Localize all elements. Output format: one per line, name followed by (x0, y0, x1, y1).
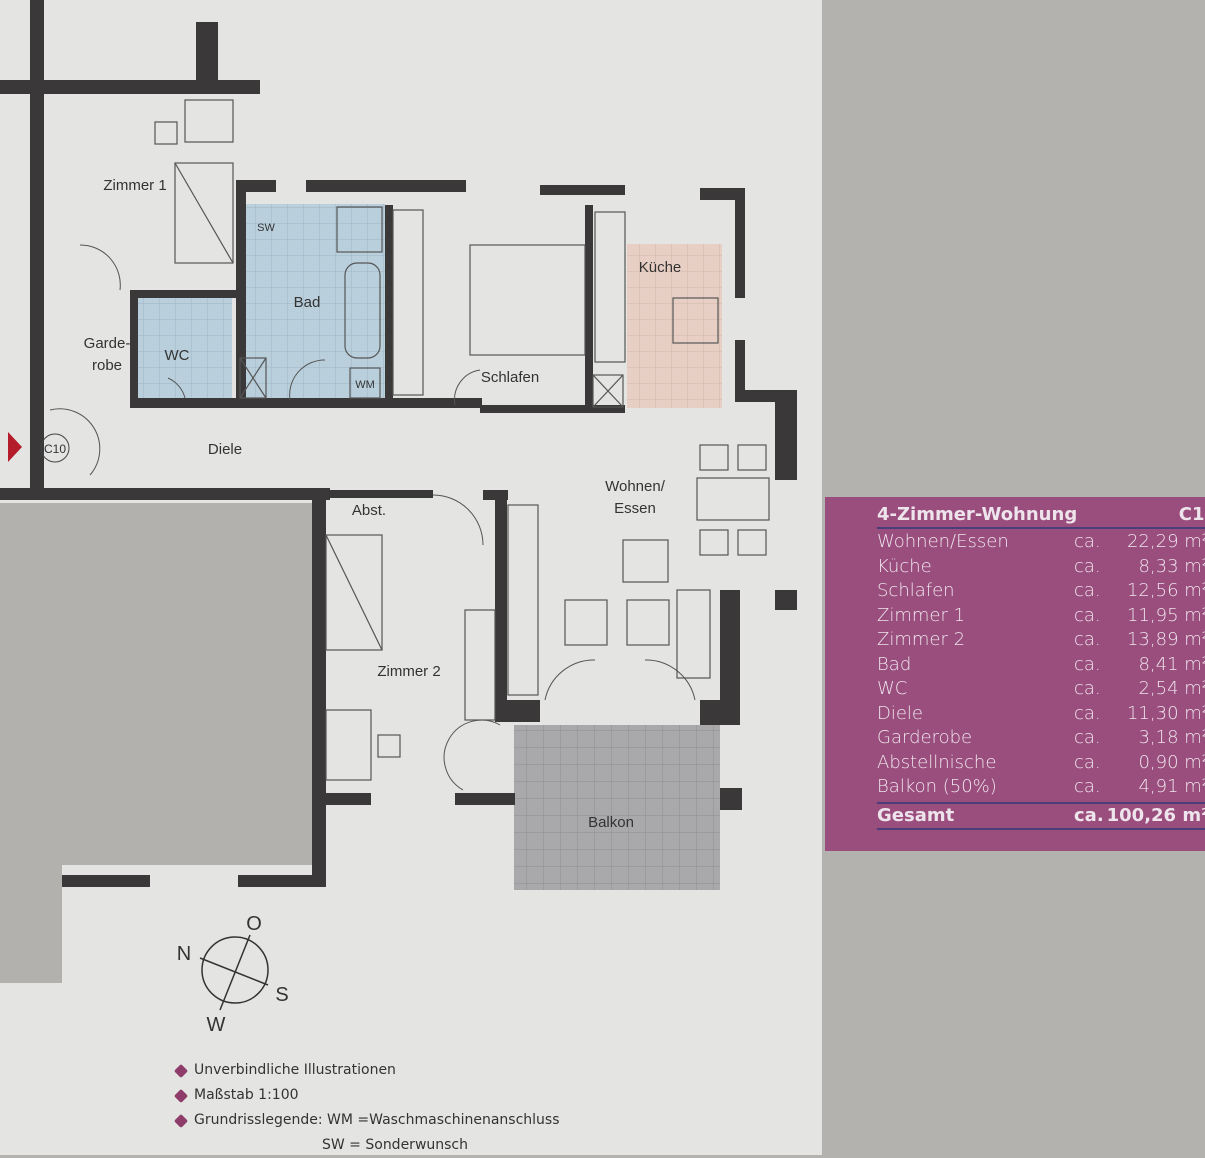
area-ca: ca. (1074, 751, 1101, 773)
bullet-icon (173, 1063, 189, 1078)
compass-n: N (177, 943, 191, 965)
area-name: Abstellnische (877, 751, 997, 773)
room-label-zimmer2: Zimmer 2 (377, 663, 440, 680)
area-value: 4,91 m² (1138, 776, 1205, 797)
area-name: Wohnen/Essen (877, 531, 1009, 552)
area-row: Garderobe ca. 3,18 m² (877, 726, 1205, 750)
compass-s: S (275, 984, 288, 1006)
area-ca: ca. (1074, 580, 1101, 601)
room-label-abst: Abst. (352, 502, 386, 519)
area-row: Bad ca. 8,41 m² (877, 653, 1205, 677)
bullet-icon (173, 1113, 189, 1128)
compass-w: W (207, 1014, 226, 1036)
area-table-header: 4-Zimmer-Wohnung C10 (877, 503, 1205, 529)
area-value: 12,56 m² (1126, 580, 1205, 601)
room-label-balkon: Balkon (588, 814, 634, 831)
furniture (154, 99, 770, 781)
area-ca: ca. (1074, 678, 1101, 699)
room-label-diele: Diele (208, 441, 242, 458)
legend-text: Grundrisslegende: WM =Waschmaschinenansc… (194, 1112, 560, 1128)
compass-icon (199, 934, 269, 1011)
room-label-wc: WC (165, 347, 190, 364)
area-ca: ca. (1074, 702, 1101, 724)
area-ca: ca. (1074, 604, 1101, 626)
wc-floor (138, 298, 232, 398)
floor-plan: C10 Zimmer 1 Bad Küche Garde- robe WC Sc… (0, 0, 797, 1036)
area-row: Abstellnische ca. 0,90 m² (877, 751, 1205, 775)
masked-area (0, 503, 312, 865)
area-value: 11,95 m² (1126, 604, 1205, 626)
area-row: Schlafen ca. 12,56 m² (877, 579, 1205, 603)
entry-arrow-icon (8, 432, 22, 462)
area-ca: ca. (1074, 776, 1101, 797)
room-label-bad: Bad (294, 294, 321, 311)
legend: Unverbindliche Illustrationen Maßstab 1:… (172, 1058, 560, 1158)
sw-label: SW (257, 222, 275, 234)
masked-area (0, 865, 62, 983)
area-row: Zimmer 1 ca. 11,95 m² (877, 604, 1205, 628)
area-name: Bad (877, 653, 912, 675)
area-table-total: Gesamt ca. 100,26 m² (877, 802, 1205, 830)
area-value: 22,29 m² (1126, 531, 1205, 552)
area-ca: ca. (1074, 727, 1101, 748)
unit-number: C10 (1178, 504, 1205, 525)
room-label-schlafen: Schlafen (481, 369, 539, 386)
entry-badge (40, 433, 70, 463)
apartment-type: 4-Zimmer-Wohnung (877, 504, 1078, 525)
area-name: Küche (877, 555, 932, 577)
area-ca: ca. (1074, 653, 1101, 675)
area-name: Diele (877, 702, 924, 724)
room-label-garderobe-1: Garde- (84, 335, 131, 352)
area-row: Wohnen/Essen ca. 22,29 m² (877, 530, 1205, 554)
compass-o: O (246, 913, 262, 935)
area-row: WC ca. 2,54 m² (877, 677, 1205, 701)
area-name: Zimmer 1 (877, 604, 966, 626)
area-name: WC (877, 678, 908, 699)
area-value: 3,18 m² (1138, 727, 1205, 748)
legend-item: Unverbindliche Illustrationen (172, 1058, 560, 1083)
area-value: 0,90 m² (1138, 751, 1205, 773)
legend-item: Grundrisslegende: WM =Waschmaschinenansc… (172, 1108, 560, 1133)
area-name: Zimmer 2 (877, 629, 966, 650)
room-label-wohnen: Wohnen/ (605, 478, 666, 495)
area-ca: ca. (1074, 531, 1101, 552)
area-row: Balkon (50%) ca. 4,91 m² (877, 775, 1205, 799)
wm-label: WM (355, 379, 375, 391)
legend-text: SW = Sonderwunsch (322, 1137, 469, 1153)
bullet-icon (173, 1088, 189, 1103)
total-label: Gesamt (877, 805, 955, 826)
room-label-zimmer1: Zimmer 1 (103, 177, 166, 194)
area-row: Zimmer 2 ca. 13,89 m² (877, 628, 1205, 652)
area-value: 8,41 m² (1138, 653, 1205, 675)
kitchen-floor (627, 244, 722, 408)
doors (49, 244, 696, 791)
balcony-floor (514, 725, 720, 890)
area-ca: ca. (1074, 555, 1101, 577)
legend-item: SW = Sonderwunsch (172, 1133, 560, 1158)
area-row: Diele ca. 11,30 m² (877, 702, 1205, 726)
area-name: Balkon (50%) (877, 776, 997, 797)
walls (0, 0, 797, 887)
legend-text: Unverbindliche Illustrationen (194, 1062, 396, 1078)
room-label-essen: Essen (614, 500, 656, 517)
area-value: 2,54 m² (1138, 678, 1205, 699)
room-label-garderobe-2: robe (92, 357, 122, 374)
legend-text: Maßstab 1:100 (194, 1087, 299, 1103)
area-value: 11,30 m² (1126, 702, 1205, 724)
bath-floor (245, 204, 385, 400)
room-label-kueche: Küche (639, 259, 682, 276)
area-table: 4-Zimmer-Wohnung C10 Wohnen/Essen ca. 22,2… (825, 497, 1205, 851)
total-value: 100,26 m² (1106, 805, 1205, 826)
area-row: Küche ca. 8,33 m² (877, 555, 1205, 579)
entry-label: C10 (44, 442, 66, 456)
area-name: Schlafen (877, 580, 955, 601)
area-name: Garderobe (877, 727, 973, 748)
legend-item: Maßstab 1:100 (172, 1083, 560, 1108)
total-ca: ca. (1074, 805, 1104, 826)
area-ca: ca. (1074, 629, 1101, 650)
area-value: 8,33 m² (1138, 555, 1205, 577)
area-value: 13,89 m² (1126, 629, 1205, 650)
